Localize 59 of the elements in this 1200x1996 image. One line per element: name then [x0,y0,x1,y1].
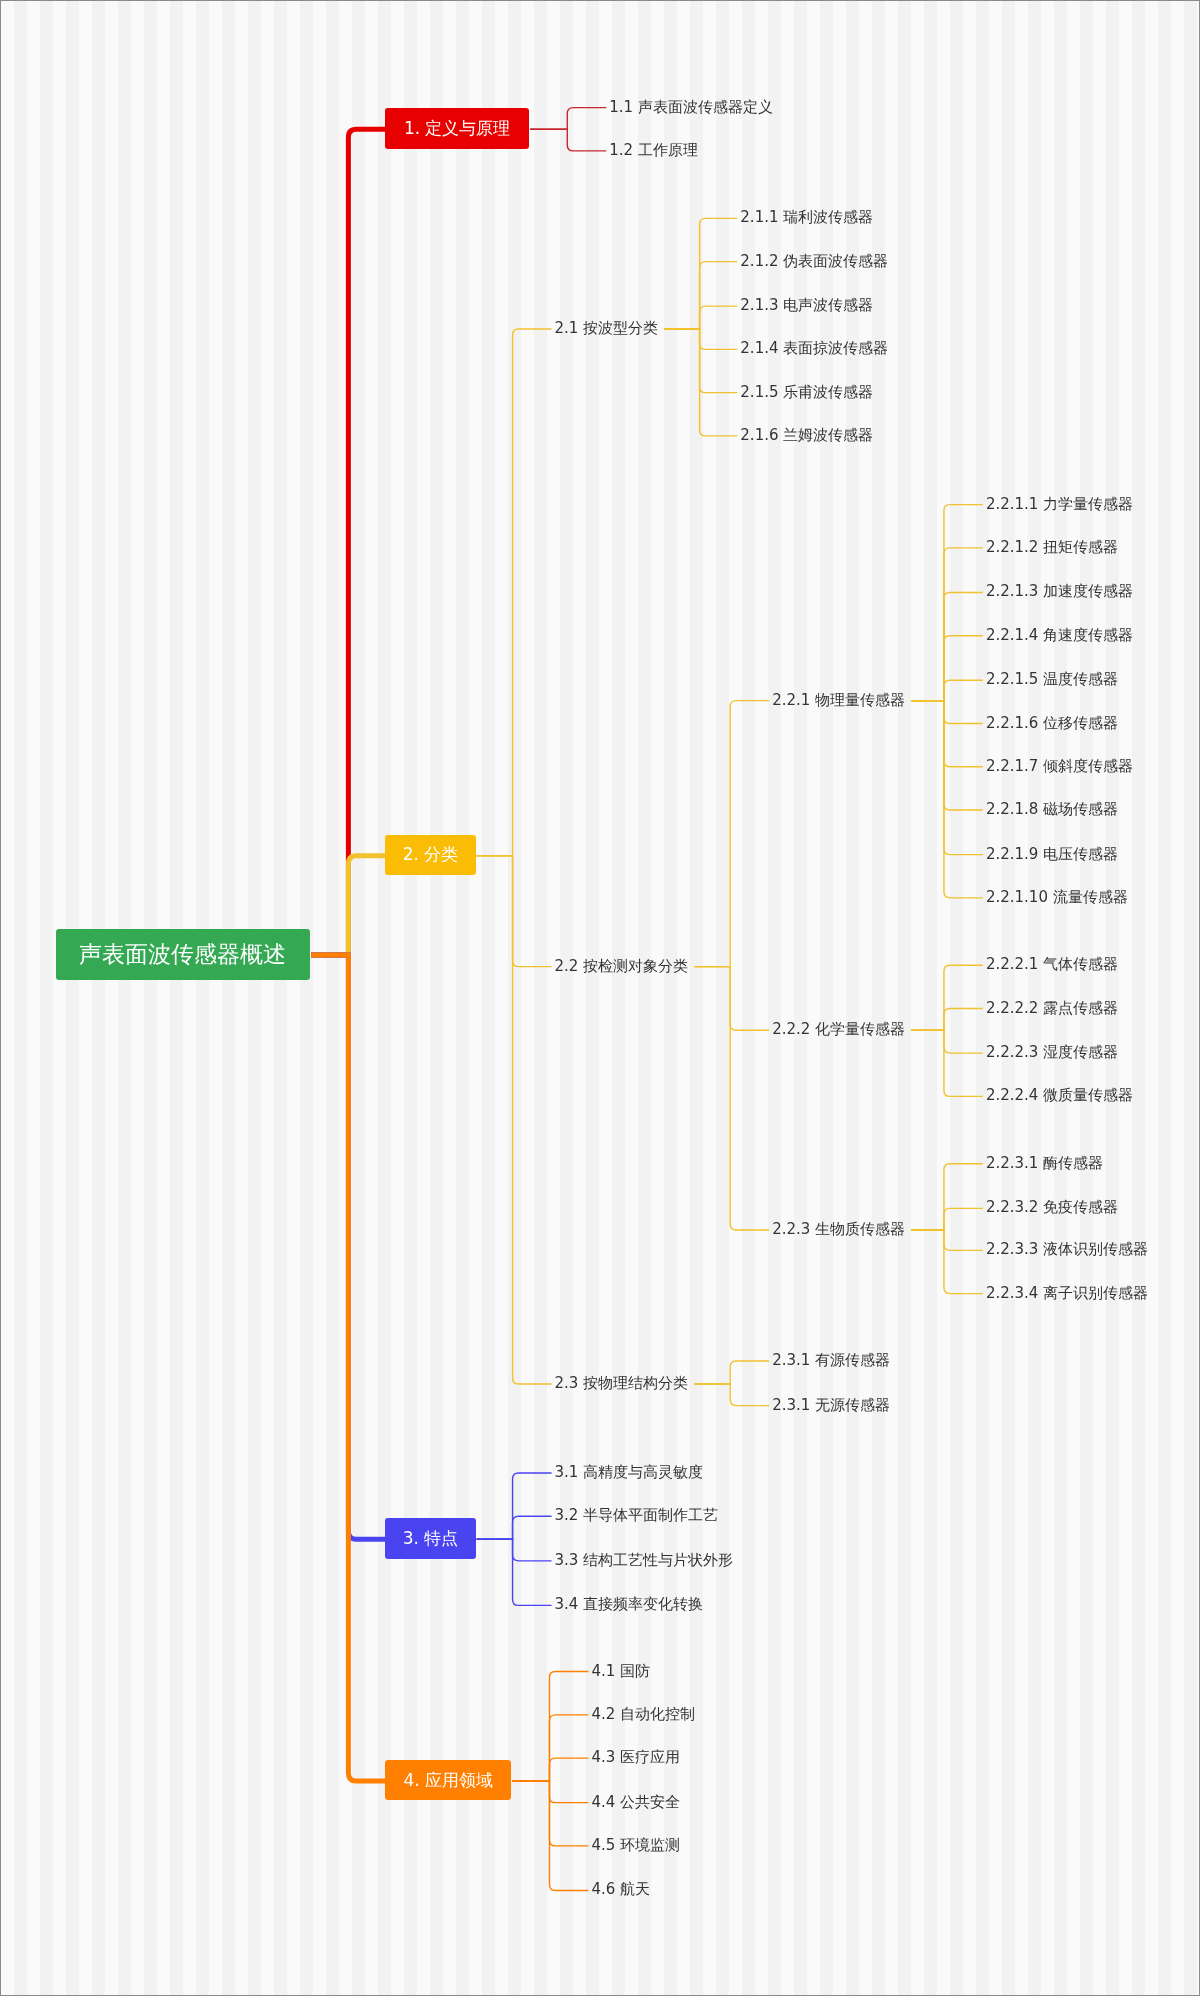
topic-label: 2.1.4 表面掠波传感器 [740,338,889,358]
topic-label: 2.1.2 伪表面波传感器 [740,251,889,271]
topic-label: 2.2 按检测对象分类 [554,956,689,976]
topic-label: 2.2.1.2 扭矩传感器 [985,537,1119,557]
topic-label: 3.2 半导体平面制作工艺 [554,1505,719,1525]
branch-line [910,699,984,899]
topic-label: 2.1.6 兰姆波传感器 [740,425,874,445]
branch-line [693,1383,770,1407]
branch-line [663,328,739,437]
topic-label: 2.2.1.1 力学量传感器 [985,494,1134,514]
topic-label: 2.2.3.4 离子识别传感器 [985,1283,1149,1303]
topic-label: 4.2 自动化控制 [591,1704,696,1724]
topic-label: 2.3.1 有源传感器 [772,1350,891,1370]
topic-label: 4.6 航天 [591,1879,651,1899]
topic-label: 1.1 声表面波传感器定义 [609,97,773,117]
topic-box: 1. 定义与原理 [385,107,530,149]
branch-line [910,1229,984,1295]
topic-label: 2.2.3 生物质传感器 [772,1219,906,1239]
topic-label: 2.2.1.4 角速度传感器 [985,625,1134,645]
root-topic-box: 声表面波传感器概述 [55,928,311,980]
topic-label: 2.1 按波型分类 [554,318,659,338]
topic-label: 2.2.1.8 磁场传感器 [985,799,1119,819]
topic-box: 2. 分类 [385,834,476,876]
topic-label: 4.3 医疗应用 [591,1747,681,1767]
topic-label: 4.5 环境监测 [591,1835,681,1855]
branch-line [511,1780,590,1892]
topic-label: 2.1.1 瑞利波传感器 [740,207,874,227]
topic-label: 2.2.3.2 免疫传感器 [985,1197,1119,1217]
topic-label: 2.1.5 乐甫波传感器 [740,382,874,402]
topic-label: 2.2.1.9 电压传感器 [985,844,1119,864]
topic-label: 2.2.3.1 酶传感器 [985,1153,1104,1173]
topic-label: 2.2.2 化学量传感器 [772,1019,906,1039]
topic-label: 2.2.2.1 气体传感器 [985,954,1119,974]
branch-line [529,128,607,152]
topic-label: 4.1 国防 [591,1661,651,1681]
topic-label: 2.2.1.3 加速度传感器 [985,581,1134,601]
topic-box: 4. 应用领域 [385,1759,512,1801]
topic-label: 2.2.1.6 位移传感器 [985,713,1119,732]
topic-label: 2.2.1.5 温度传感器 [985,669,1119,689]
topic-box: 3. 特点 [385,1517,476,1559]
topic-label: 2.2.1.7 倾斜度传感器 [985,756,1134,776]
branch-line [910,1029,984,1098]
topic-label: 3.4 直接频率变化转换 [554,1594,704,1614]
topic-label: 2.2.2.2 露点传感器 [985,998,1119,1018]
topic-label: 2.2.2.3 湿度传感器 [985,1042,1119,1062]
topic-label: 2.1.3 电声波传感器 [740,295,874,315]
branch-line [693,965,770,1231]
topic-label: 1.2 工作原理 [609,140,698,160]
branch-line [475,1538,553,1607]
topic-label: 2.2.3.3 液体识别传感器 [985,1239,1149,1259]
topic-label: 4.4 公共安全 [591,1792,681,1812]
topic-label: 3.1 高精度与高灵敏度 [554,1462,704,1482]
topic-label: 3.3 结构工艺性与片状外形 [554,1550,734,1570]
topic-label: 2.3 按物理结构分类 [554,1373,689,1393]
branch-line [475,855,553,1385]
topic-label: 2.2.2.4 微质量传感器 [985,1085,1134,1105]
topic-label: 2.2.1.10 流量传感器 [985,887,1128,907]
topic-label: 2.3.1 无源传感器 [772,1395,891,1415]
topic-label: 2.2.1 物理量传感器 [772,690,906,710]
